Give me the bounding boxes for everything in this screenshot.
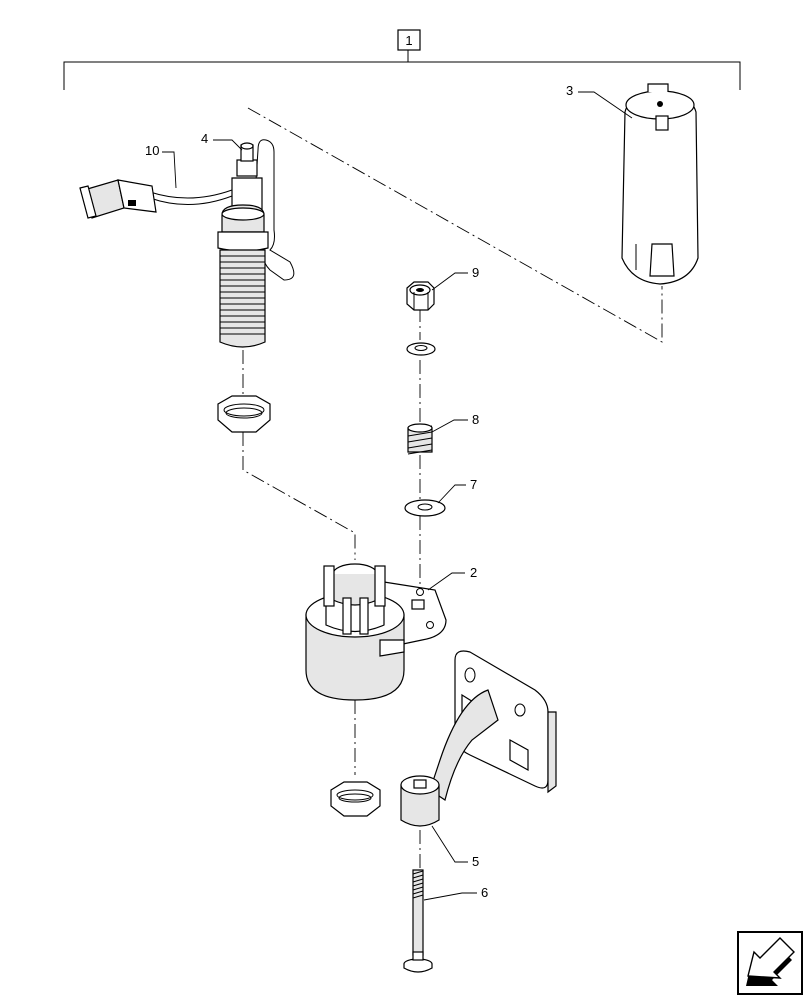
hex-nut [406,281,435,311]
callout-10: 10 [145,143,159,158]
flat-washer [404,499,446,517]
leader-lines [162,91,633,901]
callout-9: 9 [472,265,479,280]
mounting-bracket [429,650,557,801]
callout-7: 7 [470,477,477,492]
callout-3: 3 [566,83,573,98]
sensor-thread [220,255,265,335]
alignment-lines [242,107,663,870]
compression-spring [407,423,433,455]
assembly-bracket: 1 [63,29,741,90]
speed-sensor [79,139,295,348]
callout-5: 5 [472,854,479,869]
callout-4: 4 [201,131,208,146]
harness-connector [79,179,157,219]
callout-8: 8 [472,412,479,427]
bushing [400,775,440,827]
sensor-cover [621,83,699,285]
lock-washer [406,342,436,356]
jam-nut-upper [217,395,271,433]
assembly-callout-label: 1 [405,33,412,48]
callout-6: 6 [481,885,488,900]
sensor-holder [305,563,447,701]
next-page-arrow-icon[interactable] [737,931,803,995]
jam-nut-lower [330,781,381,817]
callout-2: 2 [470,565,477,580]
carriage-bolt [403,869,433,973]
assembly-callout-box [397,29,421,51]
